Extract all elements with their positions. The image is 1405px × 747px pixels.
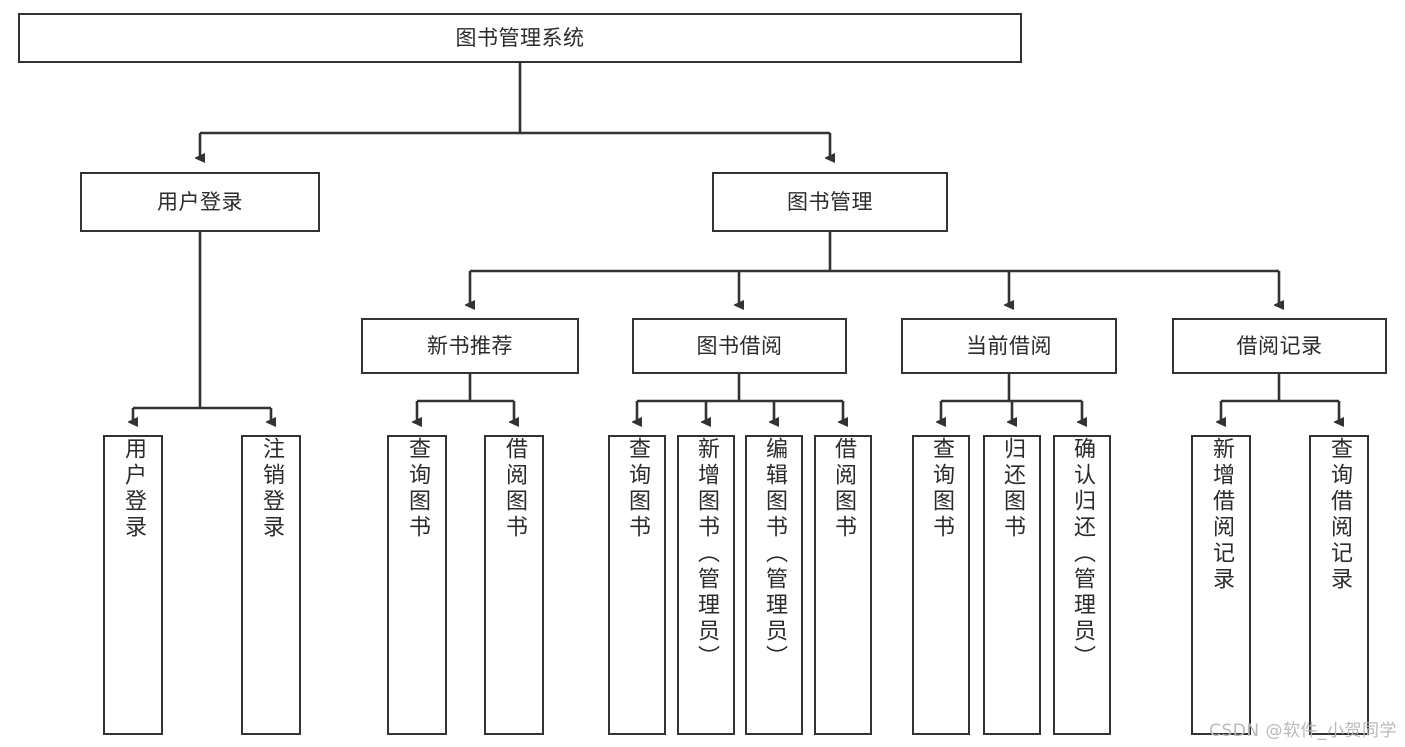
node-leaf-borrow-book[interactable]: 借阅图书 xyxy=(814,435,872,735)
node-label: 借阅图书 xyxy=(502,437,527,541)
node-label: 归还图书 xyxy=(1000,437,1025,541)
node-label: 图书管理系统 xyxy=(455,25,585,50)
node-label: 借阅图书 xyxy=(831,437,856,541)
node-label: 查询借阅记录 xyxy=(1327,437,1352,593)
node-label: 查询图书 xyxy=(405,437,430,541)
node-label: 图书管理 xyxy=(787,189,873,214)
node-book-management[interactable]: 图书管理 xyxy=(712,172,948,232)
node-label: 用户登录 xyxy=(121,437,146,541)
node-label: 用户登录 xyxy=(157,189,243,214)
node-book-borrow[interactable]: 图书借阅 xyxy=(632,318,847,374)
node-leaf-add-book-admin[interactable]: 新增图书（管理员） xyxy=(677,435,735,735)
node-new-book-recommend[interactable]: 新书推荐 xyxy=(361,318,579,374)
node-leaf-return-book[interactable]: 归还图书 xyxy=(983,435,1041,735)
node-leaf-edit-book-admin[interactable]: 编辑图书（管理员） xyxy=(745,435,803,735)
node-label: 新书推荐 xyxy=(427,333,513,358)
node-current-borrow[interactable]: 当前借阅 xyxy=(901,318,1117,374)
node-label: 新增图书（管理员） xyxy=(694,437,719,671)
node-leaf-confirm-return-admin[interactable]: 确认归还（管理员） xyxy=(1053,435,1111,735)
node-label: 确认归还（管理员） xyxy=(1070,437,1095,671)
node-leaf-borrow-book-newbooks[interactable]: 借阅图书 xyxy=(484,435,544,735)
node-label: 查询图书 xyxy=(929,437,954,541)
node-label: 图书借阅 xyxy=(696,333,783,358)
node-root-system[interactable]: 图书管理系统 xyxy=(18,13,1022,63)
node-label: 注销登录 xyxy=(259,437,284,541)
node-label: 当前借阅 xyxy=(966,333,1052,358)
node-leaf-logout[interactable]: 注销登录 xyxy=(241,435,301,735)
node-borrow-records[interactable]: 借阅记录 xyxy=(1172,318,1387,374)
node-label: 新增借阅记录 xyxy=(1209,437,1234,593)
node-label: 编辑图书（管理员） xyxy=(762,437,787,671)
node-leaf-user-login[interactable]: 用户登录 xyxy=(103,435,163,735)
node-leaf-query-borrow-record[interactable]: 查询借阅记录 xyxy=(1309,435,1369,735)
node-user-login[interactable]: 用户登录 xyxy=(80,172,320,232)
node-label: 查询图书 xyxy=(625,437,650,541)
node-label: 借阅记录 xyxy=(1236,333,1323,358)
node-leaf-add-borrow-record[interactable]: 新增借阅记录 xyxy=(1191,435,1251,735)
node-leaf-query-book-current[interactable]: 查询图书 xyxy=(912,435,970,735)
node-leaf-query-book-borrow[interactable]: 查询图书 xyxy=(608,435,666,735)
watermark-text: CSDN @软件_小贺同学 xyxy=(1209,721,1397,741)
node-leaf-query-book-newbooks[interactable]: 查询图书 xyxy=(387,435,447,735)
